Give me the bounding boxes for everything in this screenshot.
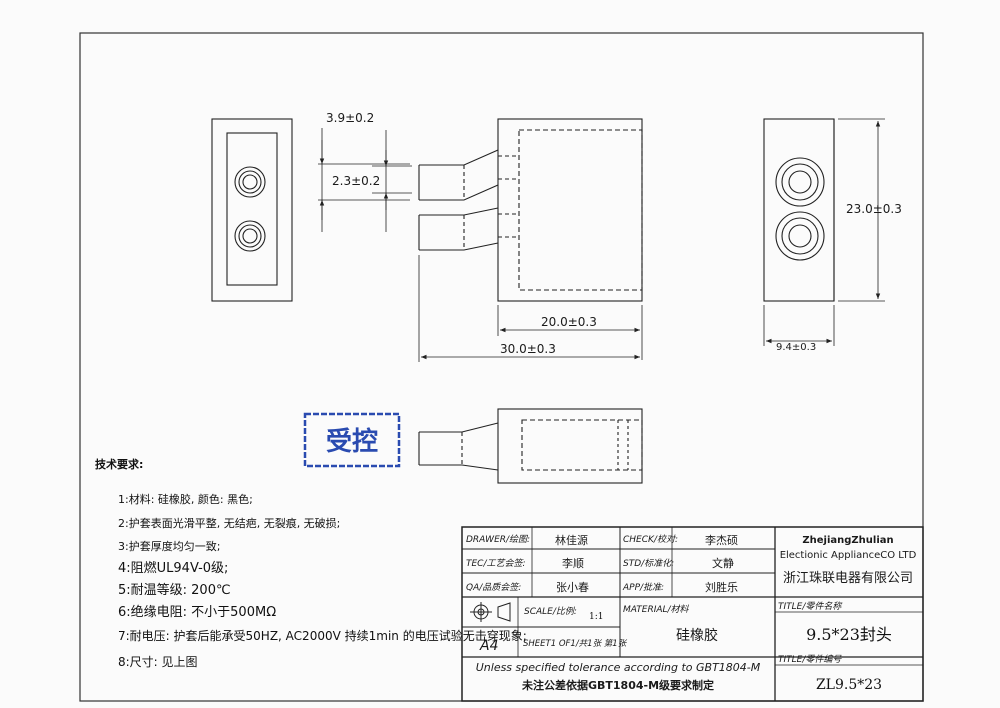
dim-total-length: 30.0±0.3 [500, 342, 556, 356]
check-label: CHECK/校对: [623, 534, 678, 545]
drawer-label: DRAWER/绘图: [466, 534, 530, 545]
qa-label: QA/品质会签: [466, 582, 521, 593]
tolerance-cn: 未注公差依据GBT1804-M级要求制定 [521, 678, 714, 692]
tec-value: 李顺 [562, 556, 584, 570]
dim-body-length: 20.0±0.3 [541, 315, 597, 329]
bottom-view [418, 408, 643, 484]
qa-value: 张小春 [556, 581, 589, 594]
std-label: STD/标准化: [623, 558, 674, 569]
title-label: TITLE/零件名称 [778, 601, 843, 612]
app-value: 刘胜乐 [705, 580, 738, 594]
scale-label: SCALE/比例: [524, 606, 577, 617]
requirement-7: 7:耐电压: 护套后能承受50HZ, AC2000V 持续1min 的电压试验无… [118, 628, 527, 643]
company-cn: 浙江珠联电器有限公司 [783, 571, 913, 586]
requirement-3: 3:护套厚度均匀一致; [118, 539, 220, 553]
top-view [418, 118, 643, 302]
requirement-4: 4:阻燃UL94V-0级; [118, 560, 228, 576]
company-en-1: ZhejiangZhulian [802, 535, 893, 546]
app-label: APP/批准: [622, 582, 664, 593]
part-no-label: TITLE/零件编号 [778, 654, 842, 665]
requirements-heading: 技术要求: [95, 457, 143, 471]
requirement-5: 5:耐温等级: 200℃ [118, 582, 231, 598]
check-value: 李杰硕 [705, 533, 738, 547]
projection-symbol-icon [470, 602, 511, 622]
dim-side-height: 23.0±0.3 [846, 202, 902, 216]
requirement-8: 8:尺寸: 见上图 [118, 655, 198, 669]
material-label: MATERIAL/材料 [623, 604, 690, 615]
side-view-dimensions [763, 118, 885, 346]
side-view [763, 118, 835, 302]
requirement-6: 6:绝缘电阻: 不小于500MΩ [118, 604, 276, 620]
top-view-dimensions [318, 128, 643, 362]
drawer-value: 林佳源 [555, 533, 588, 547]
drawing-frame [79, 32, 924, 702]
title-block-text: DRAWER/绘图: 林佳源 CHECK/校对: 李杰硕 TEC/工艺会签: 李… [466, 533, 917, 693]
controlled-stamp: 受控 [303, 412, 401, 468]
title-value: 9.5*23封头 [806, 625, 892, 644]
part-no-value: ZL9.5*23 [816, 677, 882, 693]
front-view [211, 118, 293, 302]
tolerance-en: Unless specified tolerance according to … [476, 661, 761, 674]
requirement-2: 2:护套表面光滑平整, 无结疤, 无裂痕, 无破损; [118, 516, 340, 530]
stamp-text: 受控 [326, 426, 378, 457]
std-value: 文静 [712, 556, 734, 570]
dim-slot-height: 2.3±0.2 [332, 174, 380, 188]
technical-requirements: 技术要求: 1:材料: 硅橡胶, 颜色: 黑色; 2:护套表面光滑平整, 无结疤… [95, 457, 527, 669]
requirement-1: 1:材料: 硅橡胶, 颜色: 黑色; [118, 492, 253, 506]
scale-value: 1:1 [589, 612, 603, 622]
tec-label: TEC/工艺会签: [466, 558, 526, 569]
material-value: 硅橡胶 [676, 627, 718, 644]
dim-top-height: 3.9±0.2 [326, 111, 374, 125]
paper-size: A4 [479, 638, 498, 654]
company-en-2: Electionic ApplianceCO LTD [780, 550, 917, 561]
dim-side-width: 9.4±0.3 [776, 342, 816, 353]
title-block [461, 526, 924, 702]
sheet-info: SHEET1 OF1/共1张 第1张 [523, 638, 628, 649]
